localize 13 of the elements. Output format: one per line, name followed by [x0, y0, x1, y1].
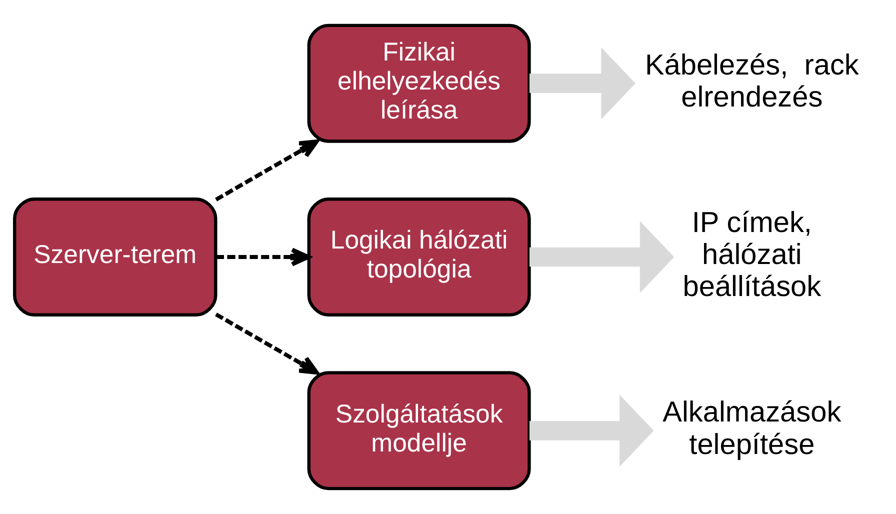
- node-box: Szerver-terem: [13, 198, 218, 316]
- arrow: [215, 312, 319, 374]
- arrow: [215, 140, 319, 202]
- arrow: [216, 248, 310, 266]
- arrow: [530, 221, 674, 293]
- node-text: Alkalmazások telepítése: [662, 396, 842, 461]
- node-box: Szolgáltatások modellje: [307, 371, 531, 490]
- node-box: Logikai hálózati topológia: [307, 198, 531, 316]
- node-box: Fizikai elhelyezkedés leírása: [307, 24, 531, 143]
- arrow: [530, 47, 636, 120]
- arrow: [530, 394, 654, 467]
- node-text: Kábelezés, rack elrendezés: [644, 49, 859, 114]
- node-text: IP címek, hálózati beállítások: [682, 206, 822, 304]
